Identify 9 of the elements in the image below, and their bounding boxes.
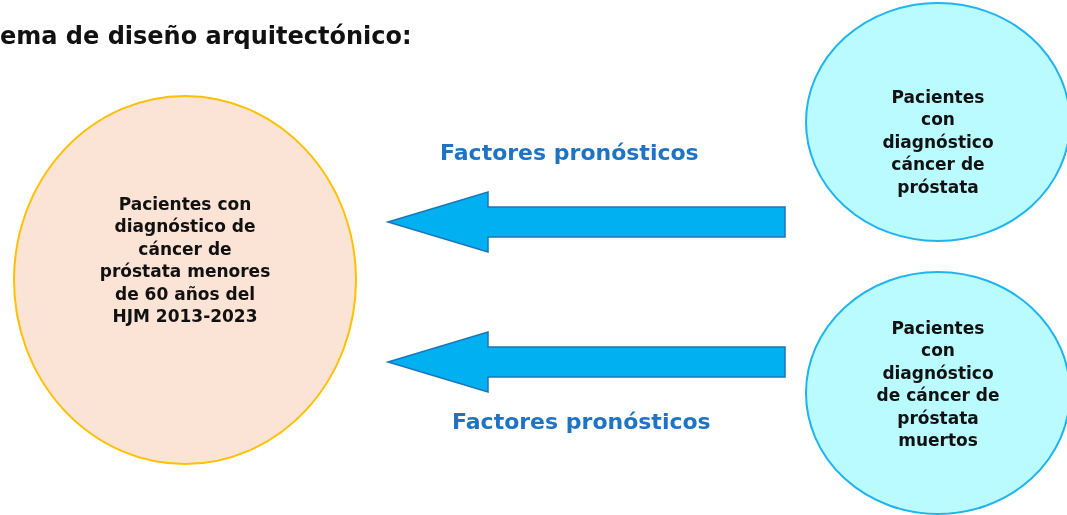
diagram-title: ema de diseño arquitectónico: xyxy=(0,22,412,50)
node-text: Pacientes con diagnóstico de cáncer de próstata muertos xyxy=(875,317,1001,452)
block-arrow xyxy=(385,191,786,253)
node-text: Pacientes con diagnóstico de cáncer de próstata menores de 60 años del HJM 2013-2023 xyxy=(98,193,272,328)
node-text: Pacientes con diagnóstico cáncer de próstata xyxy=(881,86,995,199)
ellipse-node xyxy=(13,95,357,465)
block-arrow xyxy=(385,331,786,393)
edge-label: Factores pronósticos xyxy=(440,140,699,165)
edge-label: Factores pronósticos xyxy=(452,409,711,434)
